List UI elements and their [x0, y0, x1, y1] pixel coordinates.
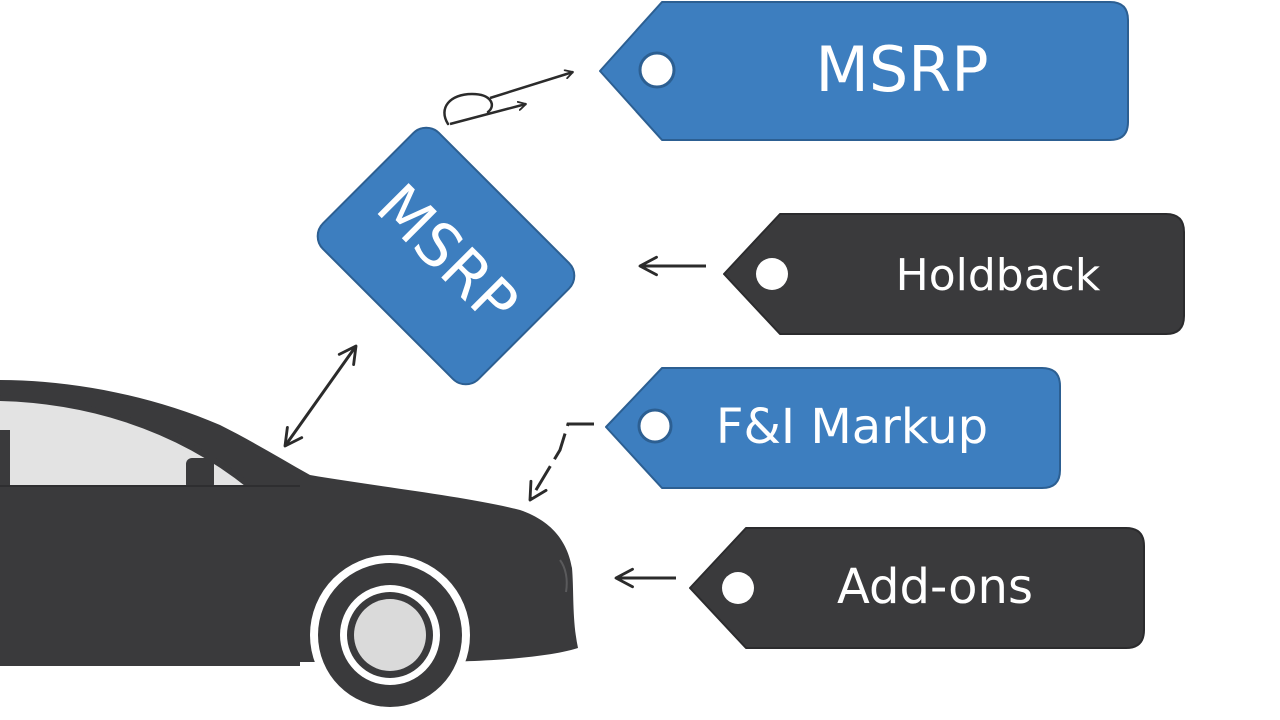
fi-markup-label: F&I Markup [716, 399, 988, 455]
arrow-right-icon [489, 72, 573, 100]
holdback-tag: Holdback [723, 213, 1185, 335]
wheel-hub [354, 599, 426, 671]
arrow-right-icon [449, 104, 526, 126]
addons-tag-shape [689, 527, 1145, 649]
double-arrow-icon [283, 344, 358, 448]
dashed-arrow-icon [528, 422, 594, 502]
fi-markup-tag-hole [637, 408, 673, 444]
holdback-label: Holdback [896, 250, 1101, 301]
fi-markup-tag: F&I Markup [605, 367, 1061, 489]
car-icon [0, 380, 578, 715]
msrp-rotated-tag-shape [316, 126, 576, 386]
addons-tag-hole [722, 572, 754, 604]
car-pillar [0, 430, 10, 490]
holdback-tag-hole [756, 258, 788, 290]
car-mirror [186, 458, 214, 490]
car-underline [0, 662, 300, 666]
holdback-tag-shape [723, 213, 1185, 335]
addons-label: Add-ons [837, 559, 1033, 615]
addons-tag: Add-ons [689, 527, 1145, 649]
msrp-tag-shape [599, 1, 1129, 141]
car-window-edge [0, 395, 252, 489]
car-headlight [559, 559, 568, 593]
msrp-rotated-tag: MSRP [316, 126, 576, 386]
msrp-tag-hole [638, 51, 676, 89]
msrp-tag: MSRP [599, 1, 1129, 141]
tag-string-loop [443, 92, 493, 126]
fi-markup-tag-shape [605, 367, 1061, 489]
msrp-label: MSRP [815, 33, 988, 106]
